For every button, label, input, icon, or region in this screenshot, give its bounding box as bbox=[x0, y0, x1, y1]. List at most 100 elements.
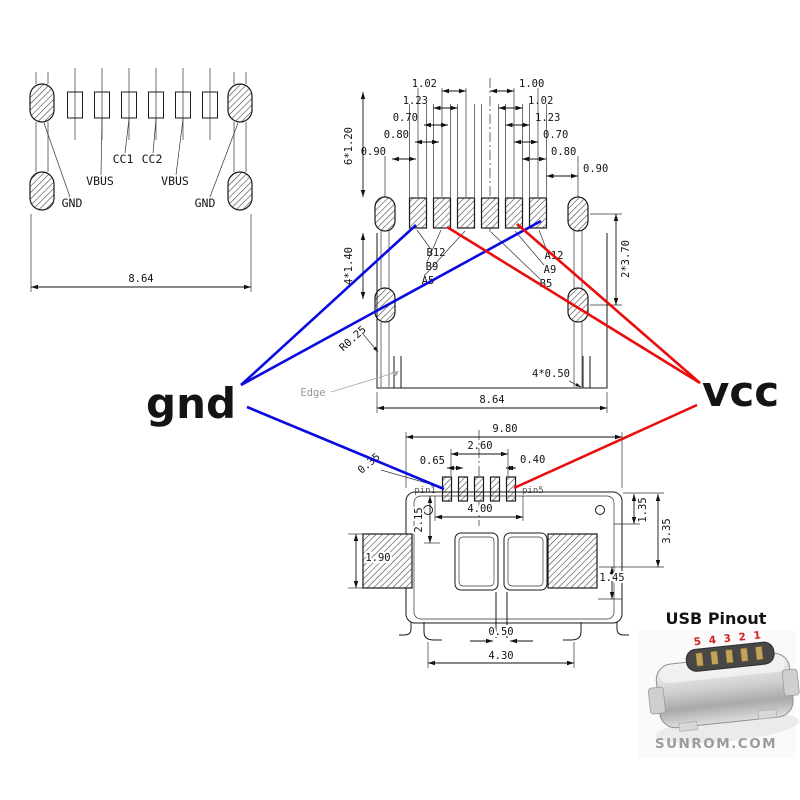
smd-pad bbox=[489, 476, 501, 502]
left-dim-value: 1.90 bbox=[365, 552, 390, 564]
connector-side-tab bbox=[647, 686, 666, 715]
dim-value: 1.00 bbox=[519, 78, 544, 90]
cc2-pin-label: CC2 bbox=[142, 152, 163, 166]
footprint-oval-pad bbox=[29, 171, 55, 211]
left-dim-value: 2.15 bbox=[413, 507, 425, 532]
footprint-diagram: CC1 CC2 VBUS VBUS GND GND 8.64 bbox=[29, 68, 253, 292]
vbus-left-pin-label: VBUS bbox=[86, 174, 114, 188]
connector-leg bbox=[678, 721, 699, 732]
footprint-pin-leaders bbox=[43, 118, 239, 198]
front-view-edge-callout: Edge bbox=[300, 371, 399, 399]
footprint-oval-pad bbox=[29, 83, 55, 123]
smd-pad bbox=[505, 476, 517, 502]
pad-width-value: 0.40 bbox=[520, 454, 545, 466]
smd-pad bbox=[457, 476, 469, 502]
front-view-side-dimension: 2*3.70 bbox=[590, 213, 632, 306]
pad-span-value: 2.60 bbox=[467, 440, 492, 452]
connector-pin bbox=[740, 647, 749, 662]
signal-pad bbox=[408, 197, 428, 229]
gnd-wire-line bbox=[246, 405, 445, 491]
dim-value: 1.23 bbox=[403, 95, 428, 107]
pin-number-4: 4 bbox=[708, 634, 717, 647]
mount-pad bbox=[547, 533, 598, 589]
bottom-dim-value: 4.30 bbox=[488, 650, 513, 662]
dim-value: 1.02 bbox=[412, 78, 437, 90]
smd-pad bbox=[473, 476, 485, 502]
vcc-label: vcc bbox=[702, 367, 779, 416]
vcc-annotation: vcc bbox=[446, 223, 779, 490]
gnd-wire-line bbox=[240, 224, 417, 386]
front-view-pad-row bbox=[374, 196, 589, 232]
signal-pad bbox=[432, 197, 452, 229]
right-dim-value: 1.35 bbox=[637, 497, 649, 522]
gnd-right-pin-label: GND bbox=[195, 196, 216, 210]
top-view-bottom-dimensions: 0.50 4.30 bbox=[427, 624, 575, 668]
front-view-slot-dimension: 4*0.50 bbox=[532, 368, 582, 388]
connector-pin bbox=[695, 652, 704, 667]
top-view-right-dimensions: 1.35 3.35 1.45 bbox=[597, 492, 673, 600]
cc1-pin-label: CC1 bbox=[113, 152, 134, 166]
oval-pad bbox=[374, 196, 396, 232]
front-view-lower-pads bbox=[374, 231, 589, 387]
pin5-label: pin5 bbox=[522, 486, 544, 496]
sunrom-watermark: SUNROM.COM bbox=[655, 736, 777, 752]
vcc-wire-line bbox=[446, 225, 701, 385]
pin-number-3: 3 bbox=[723, 633, 732, 646]
front-view-pitch-dimension: 6*1.20 bbox=[343, 92, 366, 197]
vbus-right-pin-label: VBUS bbox=[161, 174, 189, 188]
connector-pin bbox=[725, 649, 734, 664]
signal-pad bbox=[480, 197, 500, 229]
right-dim-value: 3.35 bbox=[661, 518, 673, 543]
connector-side-tab bbox=[781, 668, 800, 697]
pin-number-1: 1 bbox=[753, 629, 762, 642]
dim-value: 0.80 bbox=[551, 146, 576, 158]
gnd-label: gnd bbox=[146, 379, 236, 428]
connector-pin bbox=[754, 646, 764, 661]
height-dim-value: 4*1.40 bbox=[343, 247, 355, 285]
top-view-drawing: 9.80 2.60 0.65 0.40 0.35 pin1 pin5 4.00 bbox=[348, 423, 673, 668]
dim-value: 0.90 bbox=[361, 146, 386, 158]
dim-value: 0.80 bbox=[384, 129, 409, 141]
dim-value: 0.90 bbox=[583, 163, 608, 175]
total-width-value: 9.80 bbox=[492, 423, 517, 435]
front-view-width-dimension: 8.64 bbox=[376, 392, 608, 413]
slot-dim-value: 4*0.50 bbox=[532, 368, 570, 380]
footprint-signal-pads bbox=[67, 91, 218, 119]
connector-pin bbox=[710, 650, 719, 665]
top-view-side-pads bbox=[362, 533, 598, 589]
pin1-label: pin1 bbox=[414, 486, 436, 496]
oval-pad bbox=[567, 196, 589, 232]
row-width-value: 4.00 bbox=[467, 503, 492, 515]
front-view-top-dimensions: 1.02 1.00 1.23 1.02 0.70 1.23 0.80 0.70 … bbox=[361, 78, 608, 179]
side-dim-value: 2*3.70 bbox=[620, 240, 632, 278]
gnd-left-pin-label: GND bbox=[62, 196, 83, 210]
footprint-oval-pad bbox=[227, 83, 253, 123]
edge-label: Edge bbox=[300, 387, 325, 399]
vcc-wire-line bbox=[516, 223, 701, 384]
front-view-height-dimension: 4*1.40 bbox=[343, 233, 366, 299]
right-dim-value: 1.45 bbox=[599, 572, 624, 584]
pin-number-5: 5 bbox=[693, 636, 702, 649]
signal-pad bbox=[528, 197, 548, 229]
bottom-dim-value: 0.50 bbox=[488, 626, 513, 638]
pin-name-label: A9 bbox=[544, 264, 557, 276]
vcc-wire-line bbox=[513, 403, 698, 490]
pin-name-label: B9 bbox=[426, 261, 439, 273]
usb-pinout-title: USB Pinout bbox=[666, 609, 767, 628]
pad-pitch-value: 0.65 bbox=[420, 455, 445, 467]
dim-value: 1.23 bbox=[535, 112, 560, 124]
footprint-construction-lines bbox=[35, 68, 247, 172]
gnd-wire-line bbox=[240, 219, 542, 387]
footprint-corner-pads bbox=[29, 83, 253, 211]
signal-pad bbox=[456, 197, 476, 229]
top-view-left-dimensions: 1.90 2.15 bbox=[348, 496, 440, 589]
footprint-oval-pad bbox=[227, 171, 253, 211]
dim-value: 0.70 bbox=[543, 129, 568, 141]
body-width-value: 8.64 bbox=[479, 394, 504, 406]
dim-value: 1.02 bbox=[528, 95, 553, 107]
signal-pad bbox=[504, 197, 524, 229]
pitch-dim-value: 6*1.20 bbox=[343, 127, 355, 165]
top-view-pad-row bbox=[441, 476, 517, 502]
